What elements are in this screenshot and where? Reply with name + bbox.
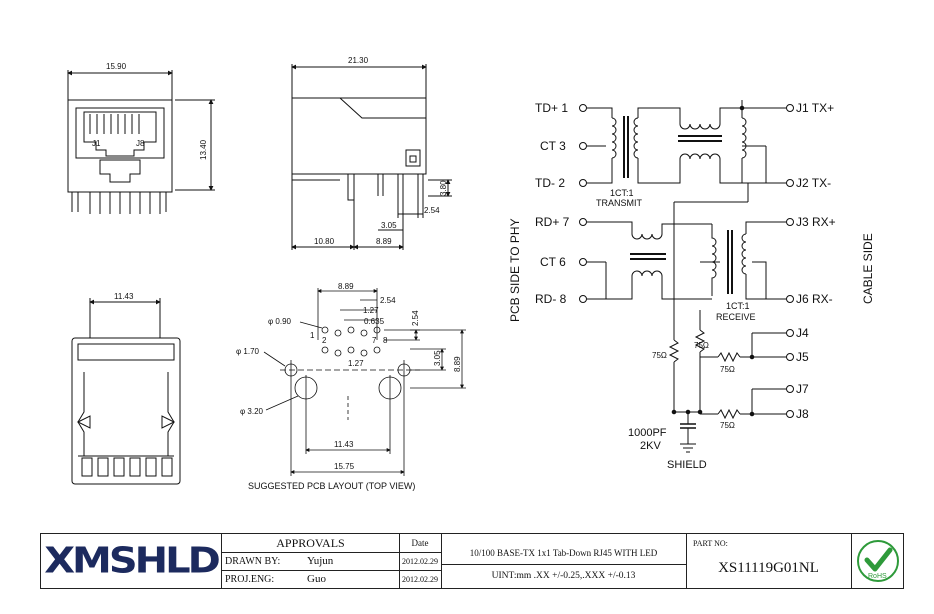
- j2-label: J2 TX-: [796, 176, 831, 190]
- front-view: [67, 70, 215, 214]
- rohs-check-icon: RoHS: [857, 540, 899, 582]
- approvals-header: APPROVALS: [276, 535, 345, 550]
- proj-eng-value: Guo: [307, 573, 326, 585]
- rohs-text: RoHS: [868, 573, 887, 580]
- rd-minus-label: RD- 8: [535, 292, 567, 306]
- pcb-layout-caption: SUGGESTED PCB LAYOUT (TOP VIEW): [248, 481, 415, 491]
- pcb-dim-8-89v: 8.89: [453, 356, 462, 372]
- front-height-dim: 13.40: [199, 139, 208, 160]
- drawn-date: 2012.02.29: [402, 556, 438, 566]
- part-description: 10/100 BASE-TX 1x1 Tab-Down RJ45 WITH LE…: [469, 548, 658, 558]
- pcb-pin-1: 1: [310, 331, 315, 340]
- pcb-side-label: PCB SIDE TO PHY: [508, 218, 522, 322]
- title-block: XMSHLD APPROVALS Date DRAWN BY: Yujun 20…: [40, 533, 904, 589]
- ct6-label: CT 6: [540, 255, 566, 269]
- drawn-by-label: DRAWN BY:: [225, 555, 281, 567]
- tx-label: TRANSMIT: [596, 198, 643, 208]
- cap-voltage-label: 2KV: [640, 440, 661, 452]
- pcb-dim-15-75: 15.75: [334, 462, 355, 471]
- r75b-label: 75Ω: [694, 341, 709, 350]
- proj-eng-label: PROJ.ENG:: [225, 573, 275, 585]
- part-number: XS11119G01NL: [718, 559, 819, 576]
- r75d-label: 75Ω: [720, 421, 735, 430]
- tolerance-units: UINT:mm .XX +/-0.25,.XXX +/-0.13: [491, 571, 636, 581]
- company-logo: XMSHLD: [41, 534, 221, 588]
- r75c-label: 75Ω: [720, 365, 735, 374]
- schematic: [579, 100, 794, 453]
- pcb-pin-7: 7: [372, 336, 377, 345]
- j7-label: J7: [796, 382, 809, 396]
- bottom-view: [71, 298, 181, 485]
- pcb-layout: [263, 288, 466, 476]
- hole-170-label: φ 1.70: [236, 347, 260, 356]
- j4-label: J4: [796, 326, 809, 340]
- j3-label: J3 RX+: [796, 215, 836, 229]
- pcb-dim-1-27b: 1.27: [348, 359, 364, 368]
- td-minus-label: TD- 2: [535, 176, 565, 190]
- side-length-dim: 21.30: [348, 56, 369, 65]
- pcb-dim-0-635: 0.635: [364, 317, 385, 326]
- rx-label: RECEIVE: [716, 312, 756, 322]
- date-header: Date: [411, 538, 429, 548]
- pcb-pin-8: 8: [383, 336, 388, 345]
- hole-320-label: φ 3.20: [240, 407, 264, 416]
- pcb-dim-11-43: 11.43: [334, 440, 354, 449]
- tx-ratio-label: 1CT:1: [610, 188, 634, 198]
- j6-label: J6 RX-: [796, 292, 833, 306]
- front-width-dim: 15.90: [106, 62, 127, 71]
- rd-plus-label: RD+ 7: [535, 215, 570, 229]
- pcb-pin-2: 2: [322, 336, 327, 345]
- j8-label: J8: [796, 407, 809, 421]
- cap-value-label: 1000PF: [628, 427, 667, 439]
- ct3-label: CT 3: [540, 139, 566, 153]
- rx-ratio-label: 1CT:1: [726, 301, 750, 311]
- td-plus-label: TD+ 1: [535, 101, 568, 115]
- j5-label: J5: [796, 350, 809, 364]
- r75a-label: 75Ω: [652, 351, 667, 360]
- drawn-by-value: Yujun: [307, 555, 334, 567]
- part-no-label: PART NO:: [693, 538, 728, 548]
- cable-side-label: CABLE SIDE: [861, 233, 875, 304]
- side-dim-8-89: 8.89: [376, 237, 392, 246]
- side-dim-3-80: 3.80: [439, 180, 448, 196]
- hole-090-label: φ 0.90: [268, 317, 292, 326]
- pin-j1-label: J1: [92, 139, 101, 148]
- pin-j8-label: J8: [136, 139, 145, 148]
- shield-label: SHIELD: [667, 459, 707, 471]
- j1-label: J1 TX+: [796, 101, 834, 115]
- proj-date: 2012.02.29: [402, 574, 438, 584]
- side-view: [291, 64, 452, 250]
- pcb-dim-2-54: 2.54: [380, 296, 396, 305]
- pcb-dim-1-27a: 1.27: [363, 306, 379, 315]
- company-logo-text: XMSHLD: [44, 540, 221, 582]
- side-dim-10-80: 10.80: [314, 237, 335, 246]
- pcb-dim-2-54v: 2.54: [411, 310, 420, 326]
- pcb-dim-3-05v: 3.05: [433, 350, 442, 366]
- side-dim-2-54: 2.54: [424, 206, 440, 215]
- rohs-badge: RoHS: [852, 534, 904, 588]
- bottom-width-dim: 11.43: [114, 292, 134, 301]
- side-dim-3-05: 3.05: [381, 221, 397, 230]
- pcb-dim-8-89: 8.89: [338, 282, 354, 291]
